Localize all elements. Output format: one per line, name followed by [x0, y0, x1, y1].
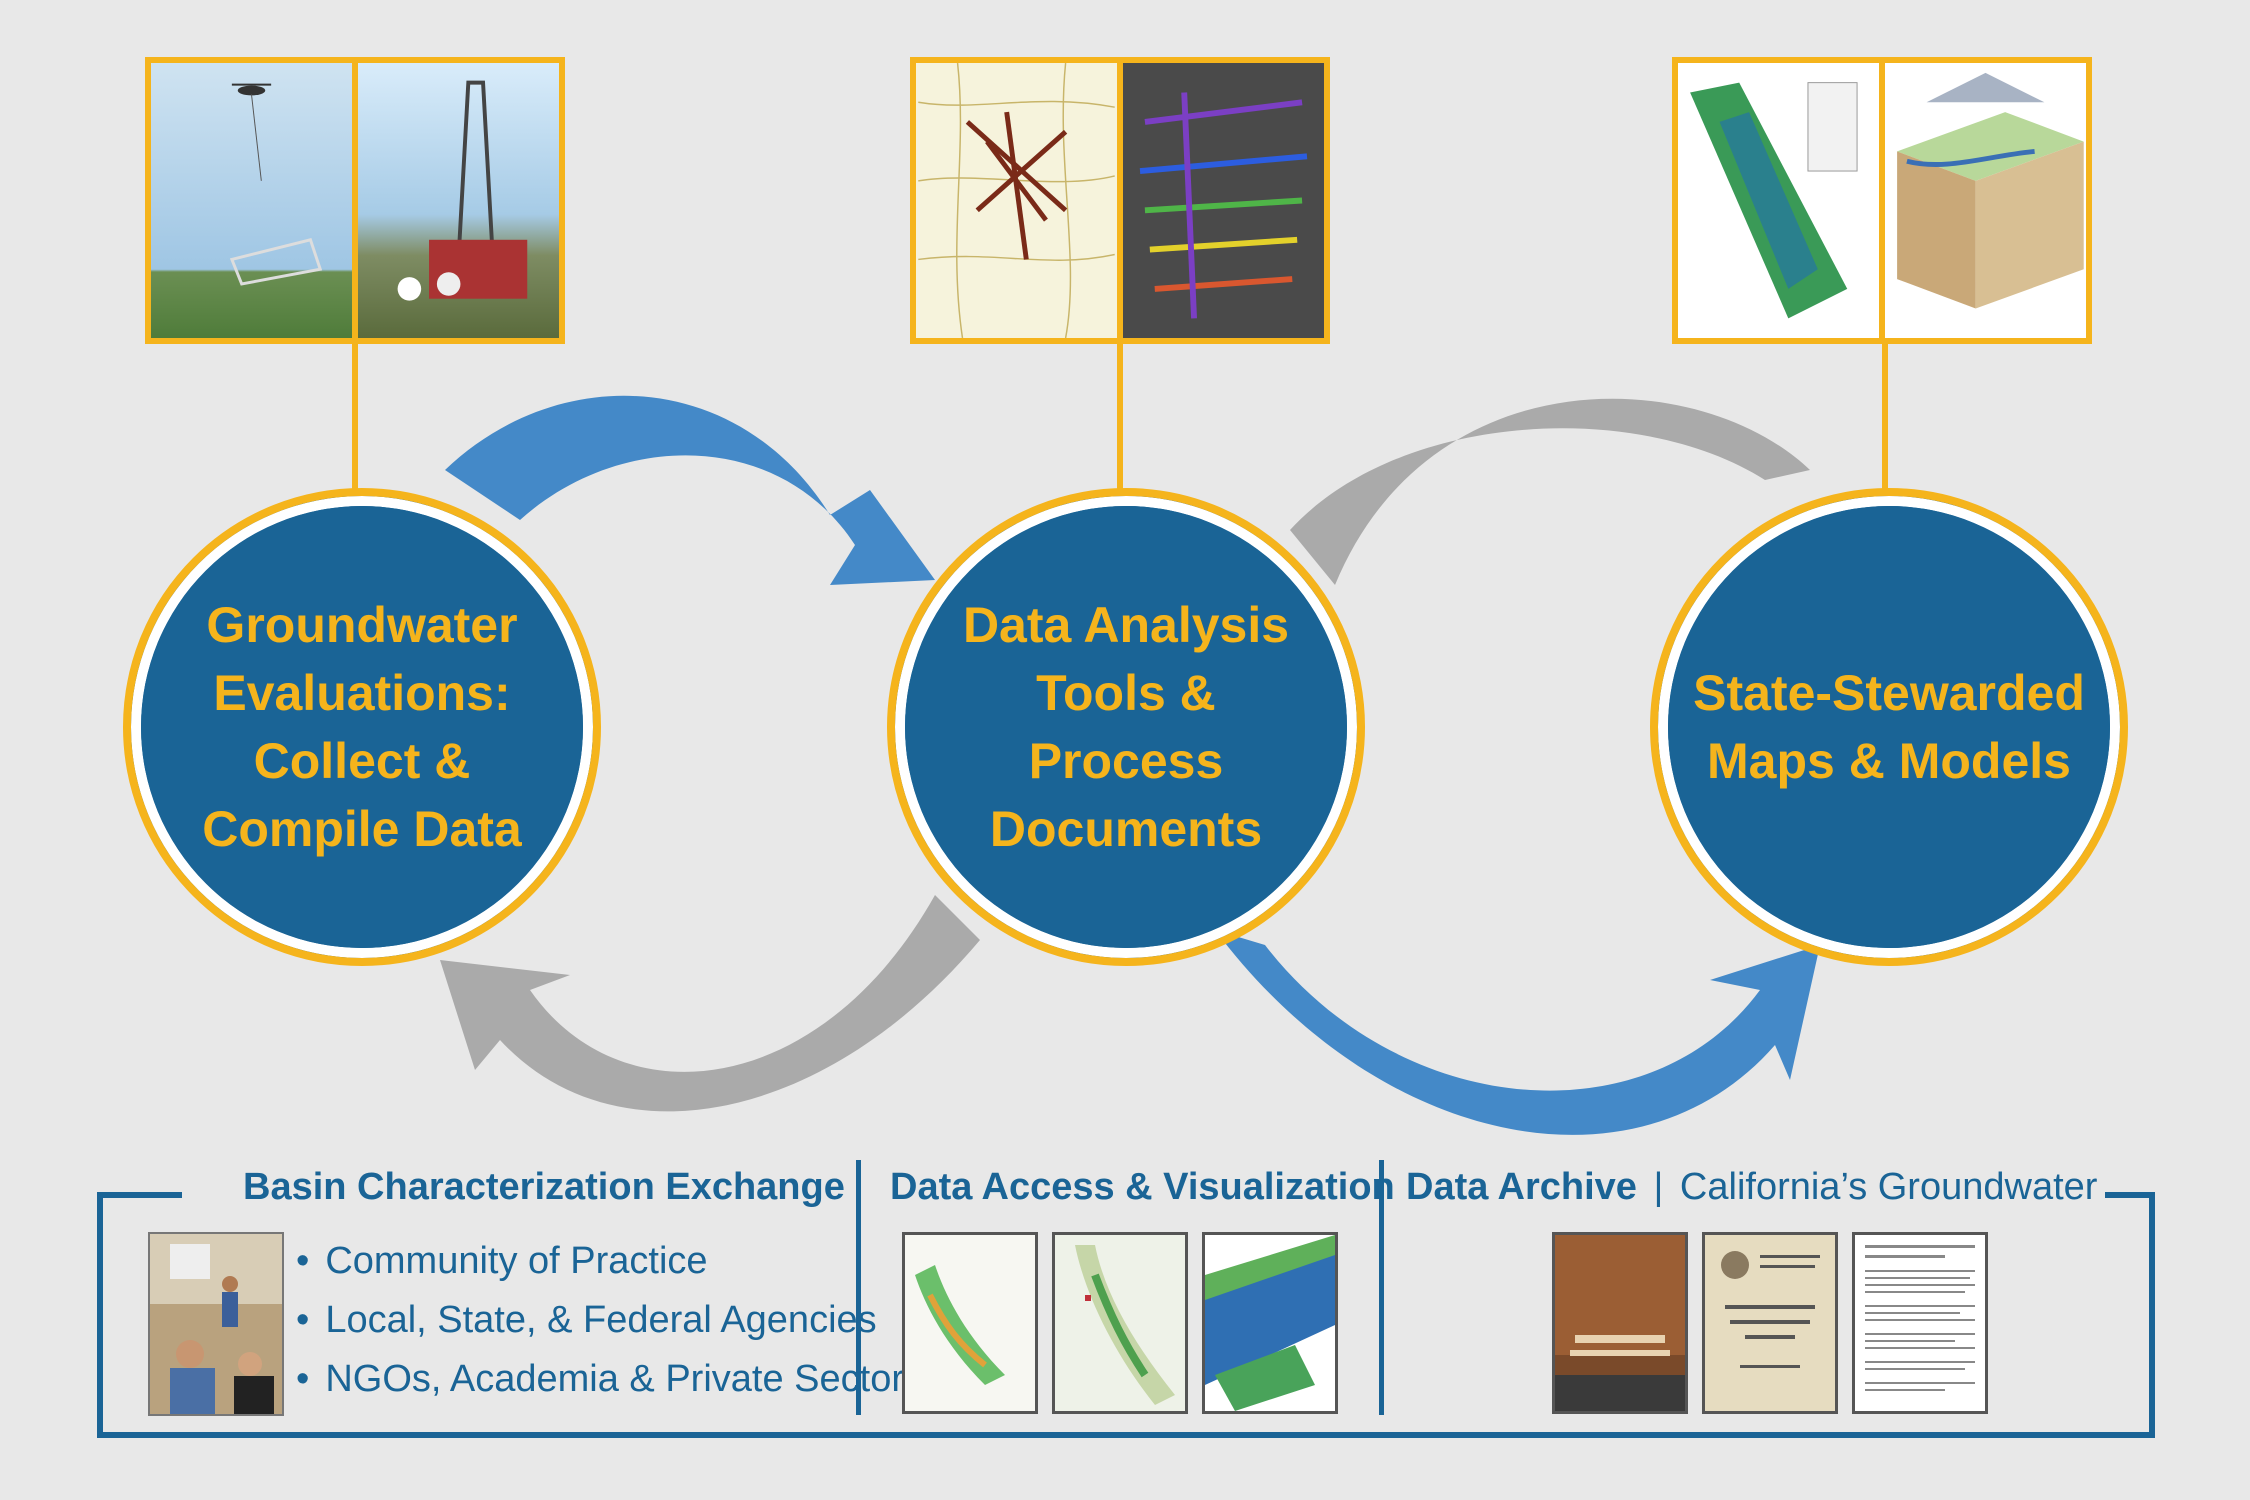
photo-frame-collect	[145, 57, 565, 344]
archive-thumb-bulletin[interactable]	[1702, 1232, 1838, 1414]
gray-arrow-top	[1290, 398, 1810, 585]
block-diagram-graphic	[1897, 72, 2084, 309]
data-archive-title-bold: Data Archive	[1406, 1166, 1637, 1208]
access-thumb-map-2[interactable]	[1052, 1232, 1188, 1414]
photo-frame-analysis	[910, 57, 1330, 344]
node-maps-label: State-Stewarded Maps & Models	[1693, 665, 2085, 789]
archive-thumb-update-2020[interactable]	[1552, 1232, 1688, 1414]
meeting-graphic	[150, 1234, 282, 1414]
node-collect-compile: Groundwater Evaluations: Collect & Compi…	[123, 488, 601, 966]
node-maps-models: State-Stewarded Maps & Models	[1650, 488, 2128, 966]
connector-analysis	[1117, 344, 1123, 492]
node-data-analysis: Data Analysis Tools & Process Documents	[887, 488, 1365, 966]
drilling-rig-photo	[352, 63, 559, 338]
node-analysis-label: Data Analysis Tools & Process Documents	[962, 597, 1290, 857]
road-network-map	[916, 63, 1117, 338]
resources-panel	[97, 1192, 2155, 1438]
data-access-title: Data Access & Visualization	[882, 1166, 1403, 1209]
bullet-agencies: Local, State, & Federal Agencies	[296, 1299, 904, 1342]
road-map-graphic	[918, 63, 1115, 338]
helicopter-icon	[229, 83, 323, 286]
bullet-community: Community of Practice	[296, 1240, 904, 1283]
aquifer-block-diagram	[1879, 63, 2086, 338]
data-archive-separator: |	[1653, 1166, 1664, 1208]
photo-frame-maps	[1672, 57, 2092, 344]
connector-collect	[352, 344, 358, 492]
divider-1	[856, 1160, 861, 1415]
meeting-photo	[148, 1232, 284, 1416]
archive-thumb-basin-description[interactable]	[1852, 1232, 1988, 1414]
california-valley-map	[1678, 63, 1879, 338]
bullet-ngos: NGOs, Academia & Private Sector	[296, 1358, 904, 1401]
node-collect-label: Groundwater Evaluations: Collect & Compi…	[202, 597, 522, 857]
data-archive-title: Data Archive | California’s Groundwater	[1398, 1166, 2106, 1209]
helicopter-survey-photo	[151, 63, 352, 338]
blue-arrow-top	[445, 395, 935, 585]
3d-geologic-sections	[1117, 63, 1324, 338]
access-thumb-3d[interactable]	[1202, 1232, 1338, 1414]
drill-tower-icon	[397, 80, 528, 301]
section-slices-graphic	[1139, 92, 1308, 319]
blue-arrow-bottom	[1215, 930, 1820, 1135]
data-archive-title-regular: California’s Groundwater	[1679, 1166, 2098, 1208]
divider-2	[1379, 1160, 1384, 1415]
basin-bullet-list: Community of Practice Local, State, & Fe…	[296, 1240, 904, 1417]
basin-exchange-title: Basin Characterization Exchange	[235, 1166, 853, 1209]
access-thumb-map-1[interactable]	[902, 1232, 1038, 1414]
gray-arrow-bottom	[440, 895, 980, 1112]
connector-maps	[1882, 344, 1888, 492]
valley-map-graphic	[1690, 82, 1858, 319]
